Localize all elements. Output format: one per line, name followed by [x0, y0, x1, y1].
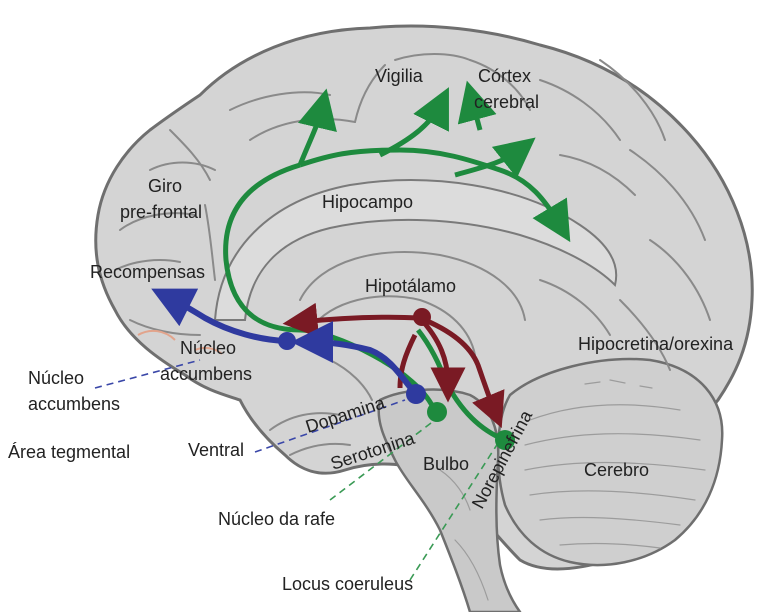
norepinephrine-pathway	[282, 302, 505, 429]
serotonin-pathway	[223, 80, 571, 450]
label-nucleo-inner-2: accumbens	[160, 364, 252, 384]
label-cortex-1: Córtex	[478, 66, 531, 86]
label-locus: Locus coeruleus	[282, 574, 413, 594]
label-area-tegmental: Área tegmental	[8, 442, 130, 462]
hypothalamus-dot	[413, 308, 431, 326]
leader-nucleo-accumbens	[94, 359, 201, 389]
label-bulbo: Bulbo	[423, 454, 469, 474]
label-nucleo-outer-1: Núcleo	[28, 368, 84, 388]
corpus-callosum	[213, 179, 618, 321]
label-ventral: Ventral	[188, 440, 244, 460]
label-nucleo-outer-2: accumbens	[28, 394, 120, 414]
leader-locus	[409, 439, 501, 581]
label-hipocretina: Hipocretina/orexina	[578, 334, 734, 354]
label-giro-2: pre-frontal	[120, 202, 202, 222]
norepinephrine-origin-dot	[495, 430, 515, 450]
label-giro-1: Giro	[148, 176, 182, 196]
label-nucleo-rafe: Núcleo da rafe	[218, 509, 335, 529]
dopamine-pathway	[151, 288, 426, 404]
leader-nucleo-rafe	[329, 419, 436, 501]
label-recompensas: Recompensas	[90, 262, 205, 282]
label-cortex-2: cerebral	[474, 92, 539, 112]
label-vigilia: Vigilia	[375, 66, 424, 86]
leader-ventral	[254, 399, 406, 453]
vta-dot	[406, 384, 426, 404]
label-cerebro: Cerebro	[584, 460, 649, 480]
label-hipocampo: Hipocampo	[322, 192, 413, 212]
label-nucleo-inner-1: Núcleo	[180, 338, 236, 358]
serotonin-origin-dot	[427, 402, 447, 422]
label-hipotalamo: Hipotálamo	[365, 276, 456, 296]
accumbens-dot	[278, 332, 296, 350]
